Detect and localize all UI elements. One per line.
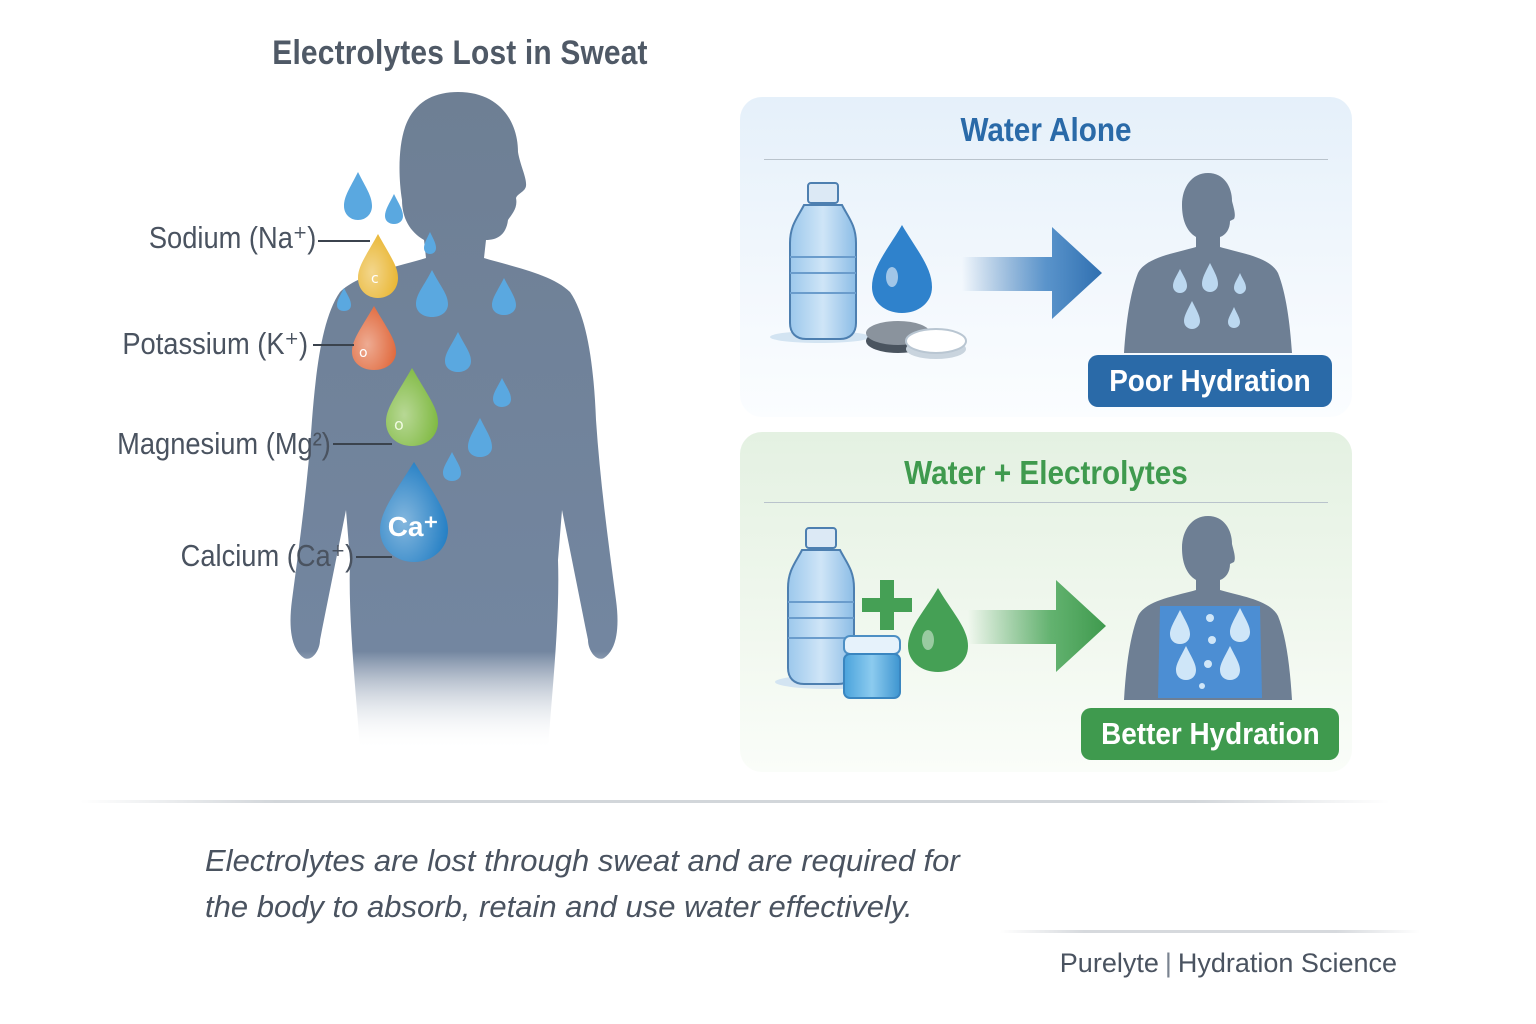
calcium-drop-icon — [380, 462, 448, 562]
arrow-right-icon — [962, 227, 1102, 319]
label-sodium: Sodium (Na⁺) — [148, 220, 316, 255]
water-drop-icon — [344, 172, 372, 220]
main-title: Electrolytes Lost in Sweat — [272, 34, 648, 72]
panel-title-water-alone: Water Alone — [960, 111, 1132, 148]
label-magnesium: Magnesium (Mg²) — [117, 426, 331, 461]
panel-divider — [764, 159, 1328, 160]
arrow-right-icon — [968, 580, 1106, 672]
water-bottle-icon — [789, 182, 857, 340]
footer: Purelyte|Hydration Science — [1040, 948, 1397, 979]
poor-hydration-badge: Poor Hydration — [1088, 355, 1332, 407]
supplement-jar-icon — [843, 635, 901, 699]
sodium-drop-icon: c — [358, 234, 398, 298]
footer-divider — [1000, 930, 1420, 933]
sweat-drops — [1170, 608, 1250, 689]
label-calcium: Calcium (Ca⁺) — [180, 538, 354, 573]
panel-water-electrolytes: Water + Electrolytes — [740, 432, 1352, 772]
svg-text:o: o — [359, 345, 368, 361]
leader-lines — [313, 240, 392, 558]
water-drop-icon — [385, 194, 403, 224]
footer-brand: Purelyte — [1059, 948, 1159, 978]
magnesium-drop-icon: o — [386, 368, 438, 446]
water-drop-icon — [468, 418, 492, 457]
water-drop-icon — [337, 288, 351, 311]
plus-icon — [862, 580, 912, 630]
person-poor-hydration-icon — [1124, 173, 1292, 353]
caption: Electrolytes are lost through sweat and … — [205, 843, 960, 924]
footer-separator: | — [1164, 948, 1172, 978]
calcium-drop-text: Ca⁺ — [388, 511, 439, 542]
water-drop-icon — [492, 278, 516, 315]
water-drop-icon — [443, 452, 461, 481]
better-hydration-label: Better Hydration — [1100, 716, 1320, 751]
electrolyte-drop-icon — [908, 588, 968, 672]
sweat-drops — [337, 172, 516, 481]
human-silhouette — [290, 92, 618, 750]
body-illustration: c o o Ca⁺ — [290, 92, 618, 750]
electrolyte-drops: c o o — [352, 234, 448, 562]
water-alone-illustration — [770, 173, 1292, 359]
water-drop-icon — [493, 378, 511, 407]
person-better-hydration-icon — [1124, 516, 1292, 700]
water-drop-icon — [424, 232, 436, 254]
water-drop-icon — [445, 332, 471, 372]
water-drop-icon — [416, 270, 448, 317]
panel-divider — [764, 502, 1328, 503]
water-bottle-icon — [787, 527, 855, 685]
section-divider — [80, 800, 1390, 803]
panel-water-alone: Water Alone — [740, 97, 1352, 417]
better-hydration-badge: Better Hydration — [1081, 708, 1339, 760]
poor-hydration-label: Poor Hydration — [1109, 363, 1311, 398]
label-potassium: Potassium (K⁺) — [122, 326, 308, 361]
svg-text:o: o — [394, 415, 404, 434]
svg-text:c: c — [371, 271, 379, 287]
water-drop-icon — [872, 225, 932, 313]
panel-title-water-electrolytes: Water + Electrolytes — [904, 454, 1188, 491]
water-electrolytes-illustration — [775, 516, 1292, 700]
tablet-icons — [866, 321, 967, 359]
sweat-drops — [1173, 263, 1246, 329]
footer-tagline: Hydration Science — [1177, 948, 1397, 978]
potassium-drop-icon: o — [352, 306, 396, 370]
